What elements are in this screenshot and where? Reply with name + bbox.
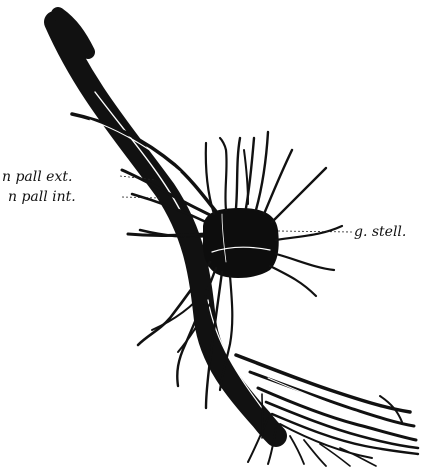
stellate-ganglion — [203, 208, 279, 278]
label-n-pall-int: n pall int. — [8, 189, 76, 205]
label-g-stell: g. stell. — [354, 224, 406, 240]
label-n-pall-ext: n pall ext. — [2, 169, 72, 185]
